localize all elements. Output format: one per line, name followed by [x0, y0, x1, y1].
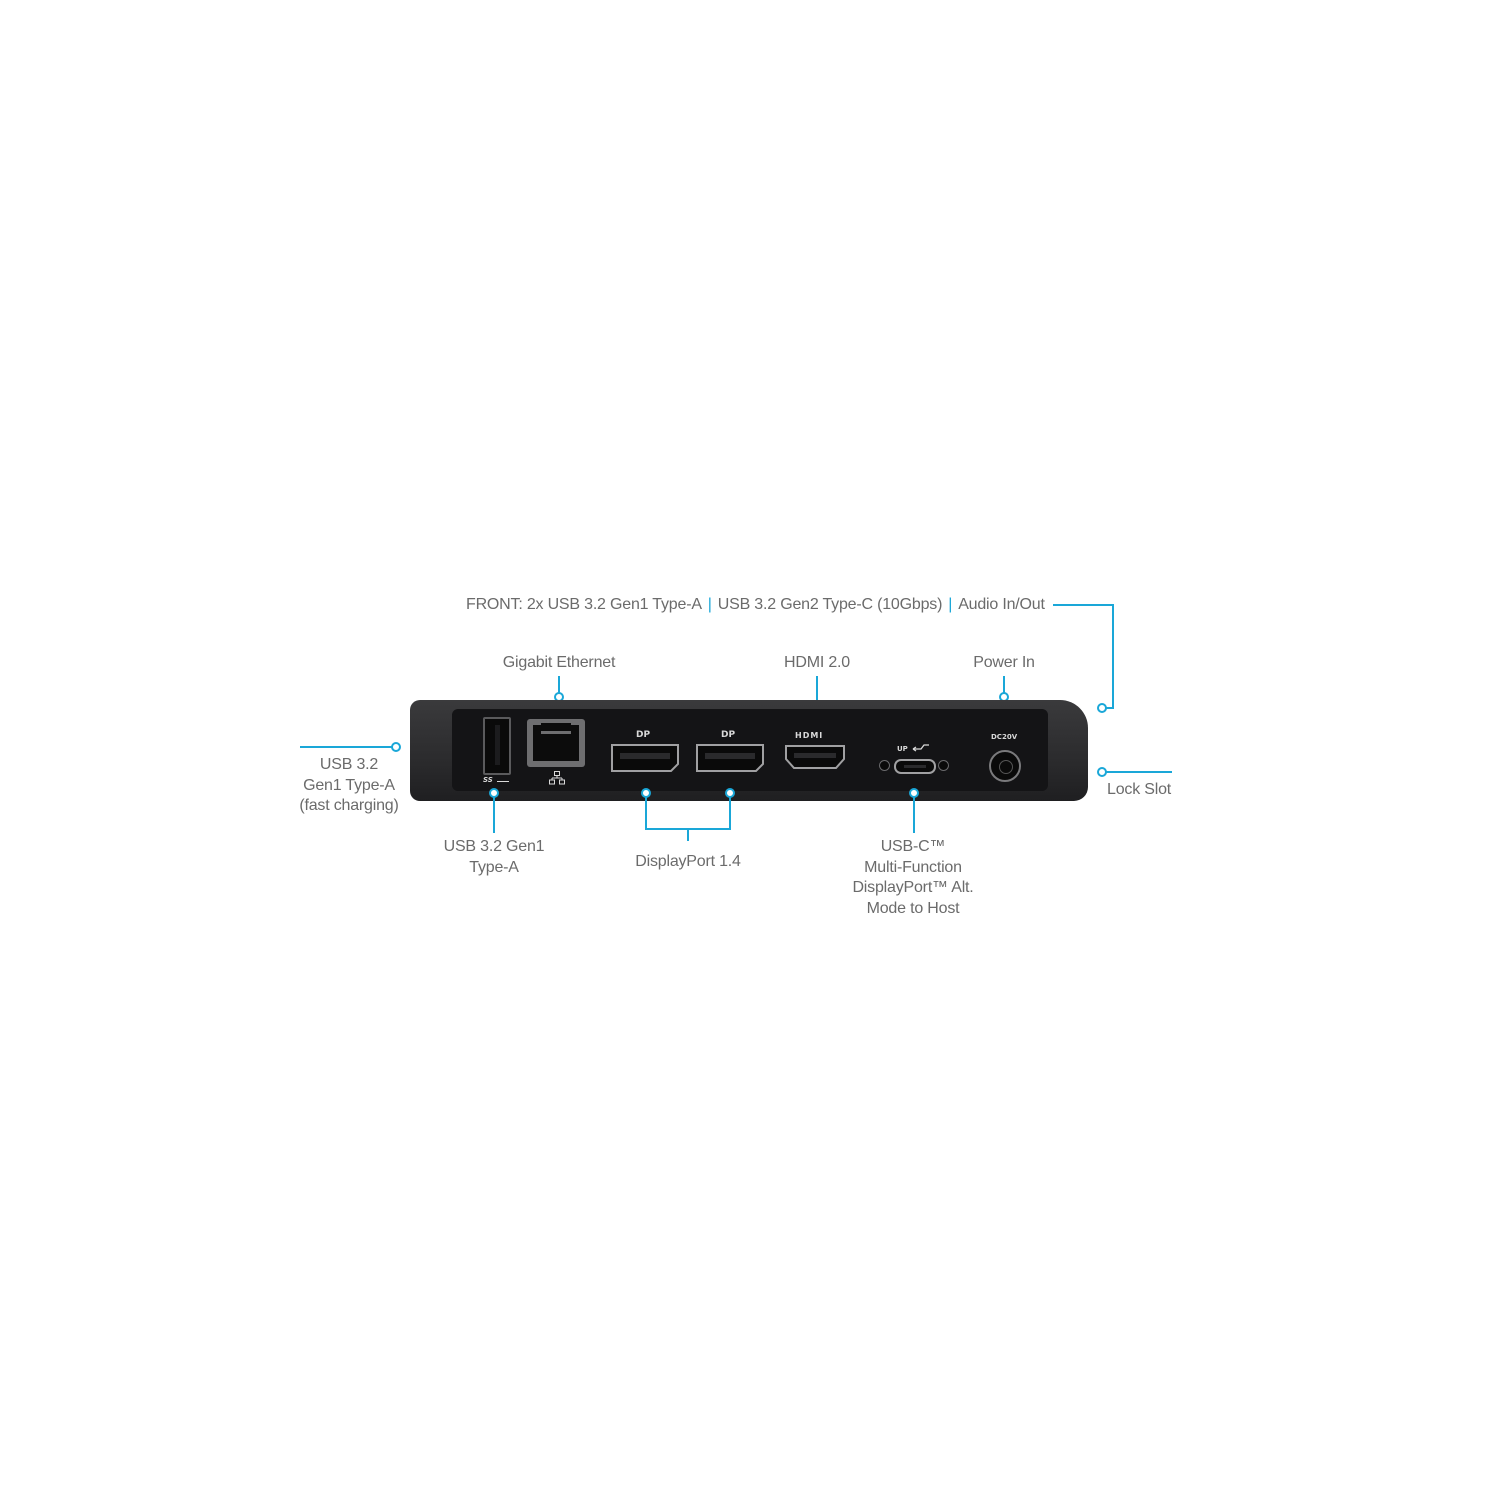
- front-prefix: FRONT:: [466, 596, 523, 613]
- usb-left-label: USB 3.2 Gen1 Type-A (fast charging): [290, 755, 408, 817]
- usbc-label-line: Multi-Function: [864, 858, 962, 876]
- usbc-label-line: Mode to Host: [866, 899, 960, 917]
- usb-left-callout-dot: [391, 742, 401, 752]
- front-item-usb-a: 2x USB 3.2 Gen1 Type-A: [526, 596, 702, 613]
- front-callout-dot: [1097, 703, 1107, 713]
- usbc-screw-right: [938, 760, 949, 771]
- hdmi-label: HDMI 2.0: [784, 654, 850, 671]
- usb-left-label-line: (fast charging): [299, 797, 399, 814]
- ethernet-port: [527, 719, 585, 767]
- lock-slot-callout-line: [1106, 771, 1172, 773]
- usbc-label-line: USB-C™: [880, 838, 946, 855]
- usb-left-callout-line: [300, 746, 392, 748]
- usb-bottom-callout-line: [493, 797, 495, 833]
- usb-bottom-label-line: USB 3.2 Gen1: [443, 838, 545, 855]
- front-callout-line-stub: [1106, 707, 1114, 709]
- usbc-up-label: UP: [897, 745, 908, 753]
- usb-left-label-line: Gen1 Type-A: [303, 776, 395, 794]
- usbc-screw-left: [879, 760, 890, 771]
- hdmi-logo: HDMI: [795, 731, 824, 740]
- dp2-callout-line: [729, 797, 731, 830]
- power-in-label: Power In: [973, 654, 1035, 671]
- dp-logo-1: DP: [636, 730, 651, 740]
- usbc-label-line: DisplayPort™ Alt.: [852, 879, 974, 896]
- usb-bottom-label-line: Type-A: [469, 858, 519, 876]
- front-separator: |: [948, 596, 953, 613]
- displayport-port-1: [611, 744, 679, 772]
- usbc-port: [894, 759, 936, 774]
- front-separator: |: [707, 596, 712, 613]
- gigabit-ethernet-label: Gigabit Ethernet: [502, 654, 616, 671]
- front-callout-line-h: [1053, 604, 1114, 606]
- ss-usb-logo: SS: [483, 776, 493, 784]
- dp-logo-2: DP: [721, 730, 736, 740]
- displayport-port-2: [696, 744, 764, 772]
- usb-bottom-label: USB 3.2 Gen1 Type-A: [434, 837, 554, 878]
- usbc-label: USB-C™ Multi-Function DisplayPort™ Alt. …: [838, 837, 988, 919]
- front-item-usb-c: USB 3.2 Gen2 Type-C (10Gbps): [717, 596, 943, 613]
- front-callout-line-v: [1112, 604, 1114, 709]
- front-ports-label: FRONT: 2x USB 3.2 Gen1 Type-A | USB 3.2 Ge…: [466, 595, 1045, 616]
- power-callout-line: [1003, 676, 1005, 694]
- network-icon: [549, 771, 565, 785]
- usbc-callout-line: [913, 797, 915, 833]
- ethernet-callout-line: [558, 676, 560, 694]
- dc20v-label: DC20V: [991, 733, 1018, 741]
- thunderbolt-arrow-icon: [912, 744, 929, 752]
- front-item-audio: Audio In/Out: [958, 596, 1045, 613]
- displayport-label: DisplayPort 1.4: [635, 853, 741, 870]
- hdmi-port: [785, 745, 845, 769]
- dp-bracket-stem: [687, 828, 689, 841]
- dp1-callout-line: [645, 797, 647, 830]
- usb-trident-icon: [497, 781, 509, 782]
- usb-left-label-line: USB 3.2: [319, 756, 379, 773]
- usb-a-port: [483, 717, 511, 775]
- lock-slot-label: Lock Slot: [1107, 781, 1172, 798]
- dc-power-jack: [989, 750, 1021, 782]
- hdmi-callout-line: [816, 676, 818, 707]
